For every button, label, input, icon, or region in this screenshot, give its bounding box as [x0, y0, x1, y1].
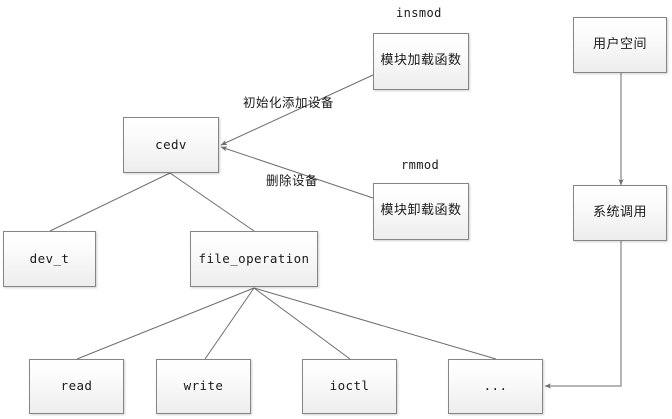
edge-path-group — [49, 73, 624, 389]
node-label: read — [60, 378, 93, 394]
edge-label-init_add: 初始化添加设备 — [243, 95, 335, 110]
node-dev_t[interactable]: dev_t — [3, 231, 96, 287]
node-label: dev_t — [29, 250, 70, 266]
edge-fileop-to-write — [204, 287, 255, 360]
node-label: 模块加载函数 — [380, 53, 462, 69]
node-mod_load[interactable]: 模块加载函数 — [373, 33, 469, 90]
node-file_operation[interactable]: file_operation — [190, 231, 318, 287]
edge-fileop-to-read — [76, 287, 255, 360]
edge-syscall-to-ellipsis — [544, 241, 622, 389]
edge-label-rmmod: rmmod — [401, 158, 440, 172]
node-label: cedv — [155, 136, 187, 152]
edge-fileop-to-ellipsis — [253, 287, 497, 360]
edge-cedv-to-fileop — [169, 172, 255, 232]
node-user_space[interactable]: 用户空间 — [573, 17, 667, 73]
node-read[interactable]: read — [29, 359, 124, 414]
node-label: 用户空间 — [592, 36, 647, 52]
node-label: ioctl — [329, 378, 370, 394]
edge-label-insmod: insmod — [396, 6, 442, 20]
edge-label-del_device: 删除设备 — [266, 173, 319, 188]
node-syscall[interactable]: 系统调用 — [573, 185, 667, 241]
edge-mod-unload-to-cedv — [220, 146, 374, 199]
node-ioctl[interactable]: ioctl — [302, 359, 397, 414]
node-label: 模块卸载函数 — [380, 203, 462, 219]
edge-fileop-to-ioctl — [253, 287, 351, 360]
edge-cedv-to-dev-t — [49, 172, 171, 232]
node-write[interactable]: write — [156, 359, 251, 414]
node-label: ... — [483, 378, 508, 394]
node-cedv[interactable]: cedv — [123, 117, 219, 173]
node-ellipsis[interactable]: ... — [448, 359, 543, 414]
node-label: write — [183, 378, 224, 394]
node-label: file_operation — [198, 250, 310, 266]
node-mod_unload[interactable]: 模块卸载函数 — [373, 183, 469, 240]
edge-mod-load-to-cedv — [220, 74, 374, 146]
node-label: 系统调用 — [592, 204, 647, 220]
